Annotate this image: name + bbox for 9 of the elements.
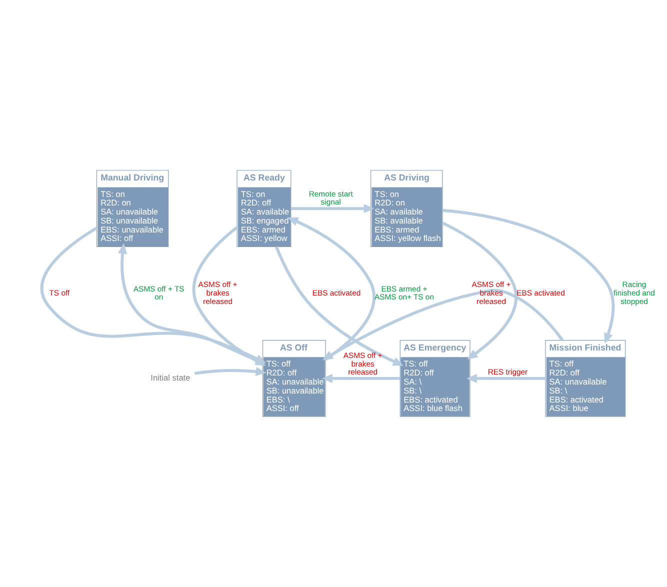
arrow bbox=[442, 222, 518, 360]
arrow bbox=[322, 374, 400, 384]
arrow bbox=[442, 208, 615, 344]
arrow bbox=[288, 217, 376, 361]
arrow bbox=[466, 374, 546, 384]
arrow bbox=[194, 367, 266, 376]
arrow bbox=[322, 288, 564, 360]
arrow bbox=[290, 204, 374, 214]
arrow bbox=[274, 246, 404, 366]
